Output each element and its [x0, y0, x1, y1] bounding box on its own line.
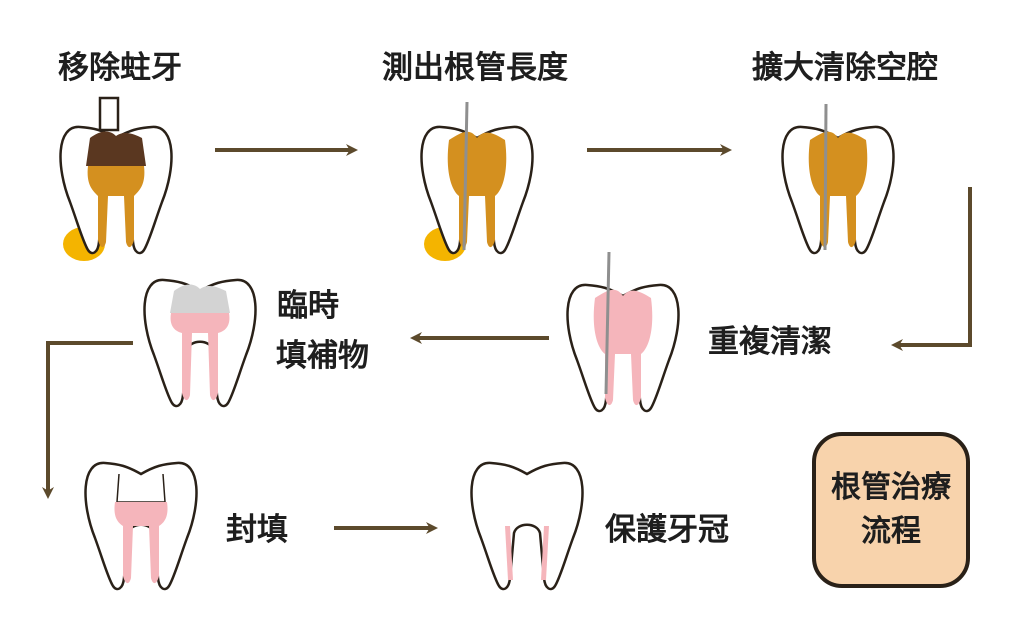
pulp-chamber: [447, 131, 507, 248]
pulp-chamber: [808, 131, 868, 248]
tooth-step-1: [59, 96, 173, 261]
drill-bit: [98, 96, 120, 132]
sealed-root-left: [505, 526, 513, 580]
title-line-2: 流程: [861, 514, 921, 549]
step-2-label: 測出根管長度: [382, 50, 568, 86]
step-4-label: 重複清潔: [708, 324, 832, 360]
arrow-left-down-icon: [42, 341, 133, 499]
step-5-label-line-2: 填補物: [276, 338, 369, 374]
tooth-step-4: [566, 251, 680, 413]
step-1-label: 移除蛀牙: [58, 50, 182, 86]
root-canal-file-icon: [462, 101, 469, 251]
step-3-label: 擴大清除空腔: [752, 50, 938, 86]
sealed-canal: [114, 502, 168, 584]
decay-area: [86, 131, 146, 166]
title-line-1: 根管治療: [831, 470, 951, 505]
temporary-filling: [170, 284, 230, 313]
step-5-label-line-1: 臨時: [277, 288, 339, 324]
arrow-down-left-icon: [891, 187, 972, 351]
title-box: 根管治療 流程: [812, 432, 970, 588]
tooth-step-7: [470, 461, 584, 591]
tooth-step-5: [143, 278, 257, 408]
step-7-label: 保護牙冠: [605, 512, 729, 548]
sealed-root-right: [541, 526, 549, 580]
pulp-chamber: [87, 166, 145, 248]
step-6-label: 封填: [226, 512, 288, 548]
tooth-step-6: [84, 461, 198, 591]
tooth-step-3: [781, 103, 895, 255]
root-canal-file-icon: [604, 251, 611, 395]
root-canal-file-icon: [823, 103, 828, 251]
tooth-step-2: [420, 101, 534, 261]
cleaned-canal: [170, 313, 230, 401]
